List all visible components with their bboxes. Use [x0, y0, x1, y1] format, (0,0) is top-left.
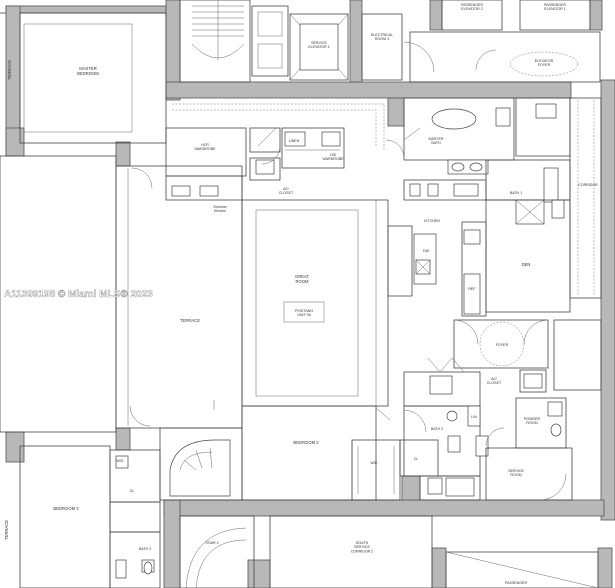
- label-bath-2: BATH 2: [431, 427, 443, 431]
- label-passenger-bottom: PASSENGER: [505, 581, 528, 585]
- stair-treads-top: [191, 0, 245, 60]
- label-bedroom-3: BEDROOM 3: [53, 506, 79, 511]
- label-den: DEN: [522, 262, 531, 267]
- label-kitchen: KITCHEN: [424, 219, 440, 223]
- label-terrace-main: TERRACE: [180, 318, 200, 323]
- label-stair-4: STAIR 4: [205, 541, 218, 545]
- label-cl-bath2: CL: [414, 457, 419, 461]
- label-bath-3: BATH 3: [139, 547, 151, 551]
- label-cl-bedroom3: CL: [130, 489, 135, 493]
- label-bedroom-2: BEDROOM 2: [293, 440, 319, 445]
- label-wic: WIC: [371, 461, 378, 465]
- label-terrace-bottom: TERRACE: [4, 520, 9, 540]
- label-corridor: CORRIDOR: [578, 183, 598, 187]
- label-bath-1: BATH 1: [510, 191, 522, 195]
- label-wd: W/D: [117, 459, 124, 463]
- fixture-labels: W/D CL CL LIN REF DW: [117, 249, 478, 493]
- label-ref: REF: [468, 287, 476, 291]
- structural-walls: [5, 0, 615, 588]
- label-dw: DW: [423, 249, 430, 253]
- mls-watermark: A11399198 © Miami MLS® 2023: [4, 289, 153, 300]
- room-outlines: [0, 0, 602, 588]
- label-lin: LIN: [471, 415, 477, 419]
- label-foyer: FOYER: [496, 343, 509, 347]
- label-terrace-top: TERRACE: [7, 60, 12, 80]
- label-linen: LINEN: [289, 139, 300, 143]
